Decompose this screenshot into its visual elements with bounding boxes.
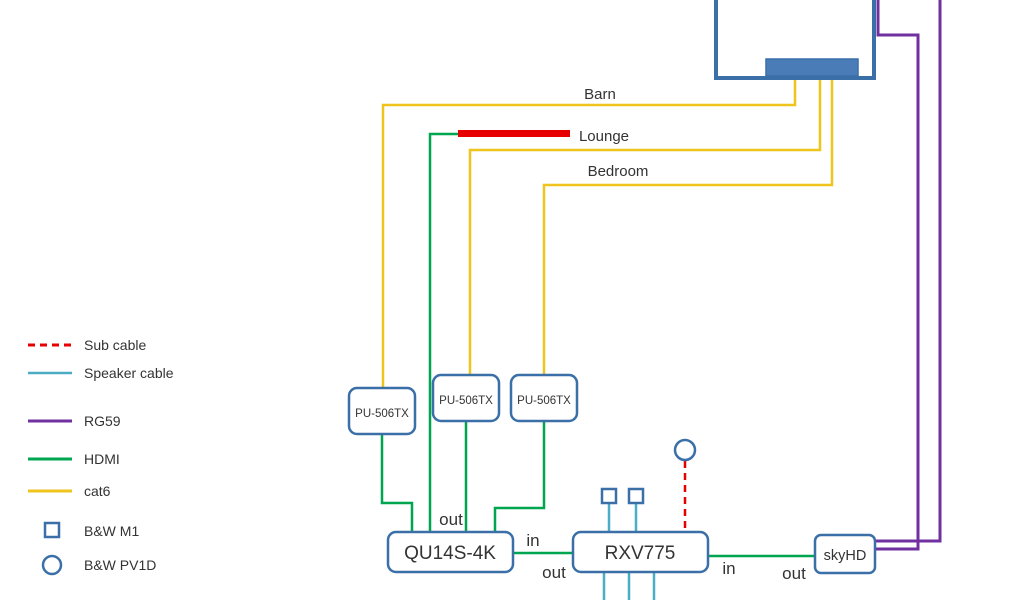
transmitter-tx3: PU-506TX (509, 373, 579, 423)
speaker-cables (602, 503, 656, 600)
legend: Sub cable Speaker cable RG59 HDMI cat6 B… (28, 337, 174, 576)
bw-m1-speaker-left (600, 487, 618, 505)
tv-display (714, 0, 876, 80)
matrix-label: QU14S-4K (404, 543, 496, 564)
legend-label-hdmi: HDMI (84, 451, 120, 467)
port-label-receiver-out: out (542, 563, 566, 582)
transmitter-tx1: PU-506TX (347, 386, 417, 436)
port-label-matrix-out: out (439, 510, 463, 529)
tx3-label: PU-506TX (517, 395, 571, 407)
skybox-box (813, 533, 877, 575)
legend-swatch-bw-pv1d-circle (41, 554, 63, 576)
hdmi-cable-lounge-feed (428, 132, 458, 532)
skybox-label: skyHD (824, 548, 867, 564)
hdmi-cable-tx1-to-matrix (380, 434, 414, 532)
cat6-cable-lounge (468, 76, 822, 375)
tv-stand (765, 58, 859, 77)
legend-label-sub-cable: Sub cable (84, 337, 146, 353)
matrix-switch: QU14S-4K (386, 530, 515, 574)
tx1-box (347, 386, 417, 436)
cat6-cable-barn (381, 76, 797, 388)
tx3-box (509, 373, 579, 423)
matrix-box (386, 530, 515, 574)
port-label-receiver-in: in (722, 559, 735, 578)
sky-box: skyHD (813, 533, 877, 575)
room-label-bedroom: Bedroom (588, 163, 649, 180)
bw-m1-speaker-right (627, 487, 645, 505)
receiver-label: RXV775 (605, 543, 676, 564)
rg59-cable-2 (876, 0, 942, 543)
tx2-label: PU-506TX (439, 395, 493, 407)
receiver-box (571, 530, 710, 574)
hdmi-cable-tx3-to-matrix (493, 421, 546, 532)
bw-pv1d-subwoofer (673, 438, 697, 462)
legend-swatch-bw-m1-square (43, 521, 61, 539)
rg59-cable-1 (876, 0, 920, 551)
cat6-cable-bedroom (542, 76, 834, 375)
av-receiver: RXV775 (571, 530, 710, 574)
transmitter-tx2: PU-506TX (431, 373, 501, 423)
room-label-barn: Barn (584, 86, 616, 103)
tx1-label: PU-506TX (355, 408, 409, 420)
legend-label-cat6: cat6 (84, 483, 111, 499)
legend-label-bw-m1: B&W M1 (84, 523, 139, 539)
legend-label-bw-pv1d: B&W PV1D (84, 557, 156, 573)
legend-label-speaker-cable: Speaker cable (84, 365, 174, 381)
rg59-cables (876, 0, 942, 551)
legend-label-rg59: RG59 (84, 413, 121, 429)
port-label-matrix-in: in (526, 531, 539, 550)
port-label-sky-out: out (782, 564, 806, 583)
tx2-box (431, 373, 501, 423)
lounge-marker-bar (458, 130, 570, 137)
cat6-cables (381, 76, 834, 388)
room-label-lounge: Lounge (579, 128, 629, 145)
hdmi-cables (380, 132, 815, 558)
